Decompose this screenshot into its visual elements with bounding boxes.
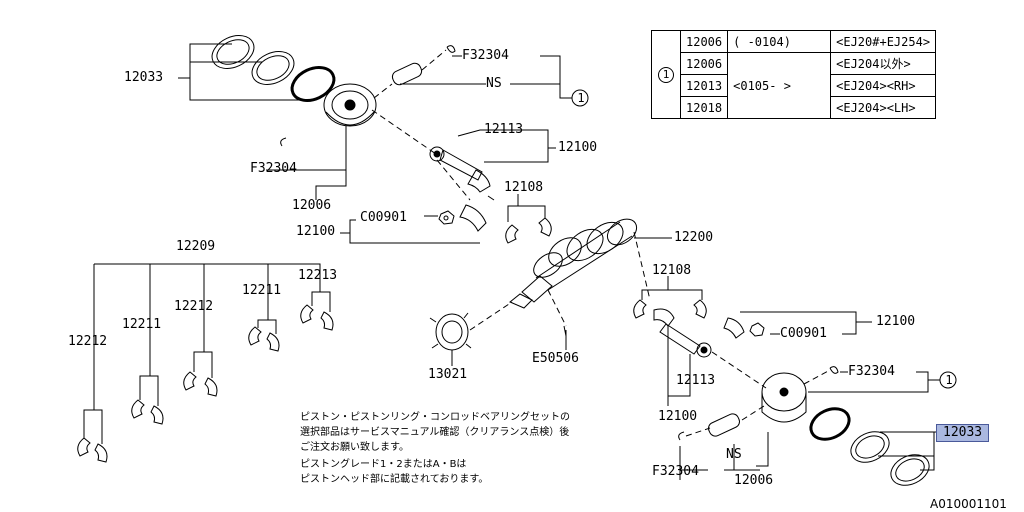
crankshaft [509,218,638,309]
table-cell-applicability: <EJ204以外> [830,52,937,75]
part-label-F32304[interactable]: F32304 [652,464,699,479]
part-label-C00901[interactable]: C00901 [360,210,407,225]
bearing-shells-top [505,217,552,244]
connecting-rod-bottom [653,308,765,358]
callout-marker-table: 1 [658,66,674,83]
selection-note: ピストン・ピストンリング・コンロッドベアリングセットの 選択部品はサービスマニュ… [300,410,570,487]
part-label-12006[interactable]: 12006 [734,473,774,488]
note-line: ピストン・ピストンリング・コンロッドベアリングセットの [300,412,570,423]
part-label-12211[interactable]: 12211 [122,317,162,332]
part-label-12006[interactable]: 12006 [292,198,332,213]
leader-lines [83,43,940,480]
part-label-12200[interactable]: 12200 [674,230,714,245]
piston-pin-bottom [708,413,740,437]
table-cell-applicability: <EJ20#+EJ254> [830,30,937,53]
part-label-F32304[interactable]: F32304 [462,48,509,63]
callout-marker-top: 1 [577,91,585,105]
piston-rings-top [211,35,336,102]
part-label-12108[interactable]: 12108 [504,180,544,195]
table-cell-part[interactable]: 12018 [679,96,729,119]
part-label-E50506[interactable]: E50506 [532,351,579,366]
part-label-12211[interactable]: 12211 [242,283,282,298]
part-label-12033-highlighted[interactable]: 12033 [936,424,990,442]
part-label-F32304[interactable]: F32304 [250,161,297,176]
part-label-13021[interactable]: 13021 [428,367,468,382]
table-row: 12018 <EJ204><LH> [652,96,937,119]
callout-circle-top [571,89,589,107]
table-row: 1 12006 ( -0104) <EJ20#+EJ254> [651,30,937,119]
part-label-12213[interactable]: 12213 [298,268,338,283]
part-label-12108[interactable]: 12108 [652,263,692,278]
table-cell-range: ( -0104) [727,30,832,53]
part-label-F32304[interactable]: F32304 [848,364,895,379]
bearing-sets-left [77,304,334,463]
part-label-NS: NS [486,76,502,91]
table-cell-applicability: <EJ204><LH> [830,96,937,119]
bearing-shells-bottom [633,299,707,319]
circlip-bottom [678,366,839,441]
table-row: 12006 <0105- > <EJ204以外> [652,52,937,119]
table-cell-part[interactable]: 12006 [679,52,729,75]
part-label-NS: NS [726,447,742,462]
diagram-code: A010001101 [930,497,1007,511]
callout-circle-bottom [939,371,957,389]
table-marker-cell: 1 [651,30,681,119]
callout-marker-bottom: 1 [945,373,953,387]
part-label-C00901[interactable]: C00901 [780,326,827,341]
circlip-top [280,45,456,147]
part-label-12212[interactable]: 12212 [68,334,108,349]
part-label-12033[interactable]: 12033 [124,70,164,85]
piston-top [323,83,377,127]
piston-pin-top [391,62,423,86]
part-label-12113[interactable]: 12113 [484,122,524,137]
note-line: ご注文お願い致します。 [300,442,409,453]
part-label-12209[interactable]: 12209 [176,239,216,254]
note-line: 選択部品はサービスマニュアル確認（クリアランス点検）後 [300,427,570,438]
part-label-12113[interactable]: 12113 [676,373,716,388]
nut-top [438,210,455,225]
applicability-table: 1 12006 ( -0104) <EJ20#+EJ254> 12006 <01… [651,30,937,119]
piston-rings-bottom [809,407,930,486]
table-cell-part[interactable]: 12006 [679,30,729,53]
connecting-rod-top [429,146,495,232]
piston-bottom [761,372,807,423]
table-cell-applicability: <EJ204><RH> [830,74,937,97]
part-label-12212[interactable]: 12212 [174,299,214,314]
part-label-12100[interactable]: 12100 [876,314,916,329]
table-cell-part[interactable]: 12013 [679,74,729,97]
part-label-12100[interactable]: 12100 [558,140,598,155]
part-label-12100[interactable]: 12100 [296,224,336,239]
part-label-12100[interactable]: 12100 [658,409,698,424]
table-cell-range: <0105- > [727,52,832,119]
note-line: ピストンヘッド部に記載されております。 [300,474,489,485]
crank-pulley [429,312,472,351]
assembly-lines [371,49,831,437]
note-line: ピストングレード1・2またはA・Bは [300,459,467,470]
